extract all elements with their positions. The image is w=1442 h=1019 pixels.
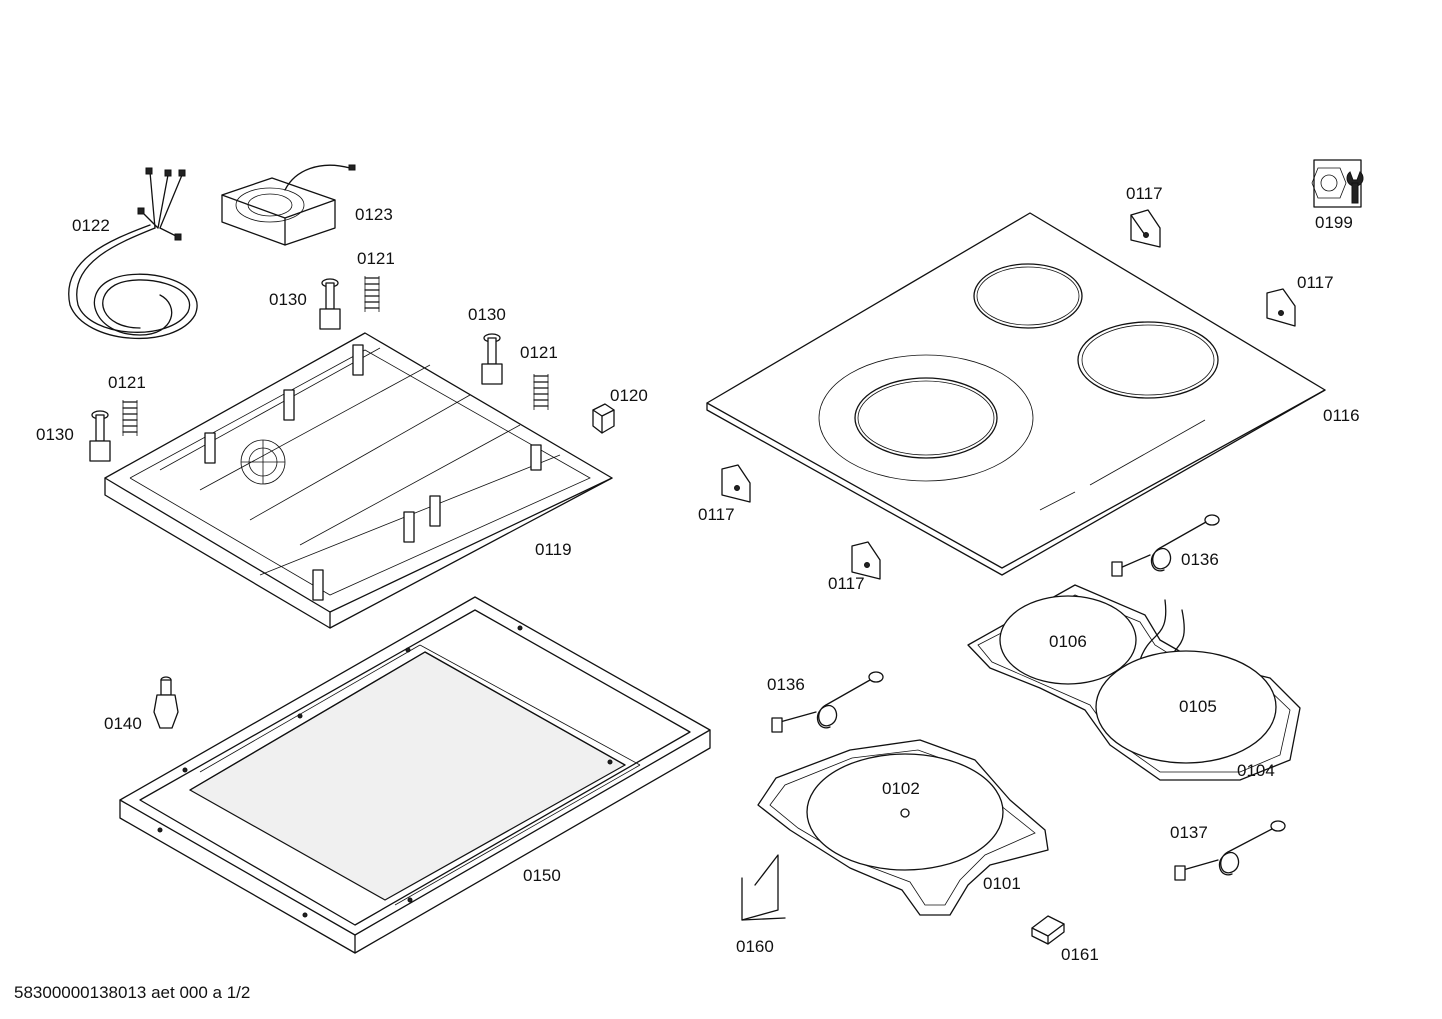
- label-0161: 0161: [1061, 945, 1099, 964]
- part-clip-0117-b[interactable]: [1266, 288, 1296, 327]
- part-glass-top-0116[interactable]: [706, 212, 1326, 576]
- label-0160: 0160: [736, 937, 774, 956]
- label-0117-d: 0117: [828, 574, 865, 593]
- part-sensor-0137[interactable]: [1174, 820, 1286, 881]
- label-0136-b: 0136: [767, 675, 805, 694]
- part-pin-0130-c[interactable]: [89, 410, 111, 462]
- part-pin-0130-b[interactable]: [481, 333, 503, 385]
- part-pin-0130-a[interactable]: [319, 278, 341, 330]
- label-0116: 0116: [1323, 406, 1360, 425]
- part-clip-0117-c[interactable]: [721, 464, 751, 503]
- part-clip-0120[interactable]: [592, 403, 615, 434]
- label-0136-a: 0136: [1181, 550, 1219, 569]
- label-0122: 0122: [72, 216, 110, 235]
- part-cable-0122[interactable]: [68, 167, 198, 340]
- label-0199: 0199: [1315, 213, 1353, 232]
- part-clip-0117-d[interactable]: [851, 541, 881, 580]
- label-0106: 0106: [1049, 632, 1087, 651]
- part-coil-0105[interactable]: [1095, 650, 1277, 764]
- part-housing-0119[interactable]: [104, 332, 613, 629]
- label-0130-a: 0130: [269, 290, 307, 309]
- tool-wrench-icon[interactable]: [1311, 159, 1364, 208]
- label-0123: 0123: [355, 205, 393, 224]
- label-0137: 0137: [1170, 823, 1208, 842]
- label-0117-a: 0117: [1126, 184, 1163, 203]
- part-sensor-0136-a[interactable]: [1111, 514, 1220, 577]
- label-0140: 0140: [104, 714, 142, 733]
- part-coil-0106[interactable]: [999, 595, 1137, 685]
- part-clip-0117-a[interactable]: [1130, 209, 1161, 248]
- part-spring-0121-c[interactable]: [122, 400, 138, 436]
- part-fan-0123[interactable]: [221, 164, 356, 246]
- label-0119: 0119: [535, 540, 572, 559]
- label-0121-a: 0121: [357, 249, 395, 268]
- label-0117-b: 0117: [1297, 273, 1334, 292]
- label-0120: 0120: [610, 386, 648, 405]
- part-block-0161[interactable]: [1031, 915, 1065, 945]
- label-0130-c: 0130: [36, 425, 74, 444]
- label-0105: 0105: [1179, 697, 1217, 716]
- document-footer: 58300000138013 aet 000 a 1/2: [14, 983, 250, 1002]
- label-0102: 0102: [882, 779, 920, 798]
- label-0121-b: 0121: [520, 343, 558, 362]
- part-foot-0140[interactable]: [153, 676, 179, 729]
- part-frame-0150[interactable]: [119, 596, 711, 954]
- label-0130-b: 0130: [468, 305, 506, 324]
- part-coil-0102[interactable]: [806, 753, 1004, 871]
- part-bracket-0160[interactable]: [741, 854, 786, 921]
- part-spring-0121-a[interactable]: [364, 276, 380, 312]
- label-0121-c: 0121: [108, 373, 146, 392]
- part-sensor-0136-b[interactable]: [771, 671, 884, 733]
- label-0101: 0101: [983, 874, 1021, 893]
- label-0150: 0150: [523, 866, 561, 885]
- label-0117-c: 0117: [698, 505, 735, 524]
- label-0104: 0104: [1237, 761, 1275, 780]
- part-spring-0121-b[interactable]: [533, 374, 549, 410]
